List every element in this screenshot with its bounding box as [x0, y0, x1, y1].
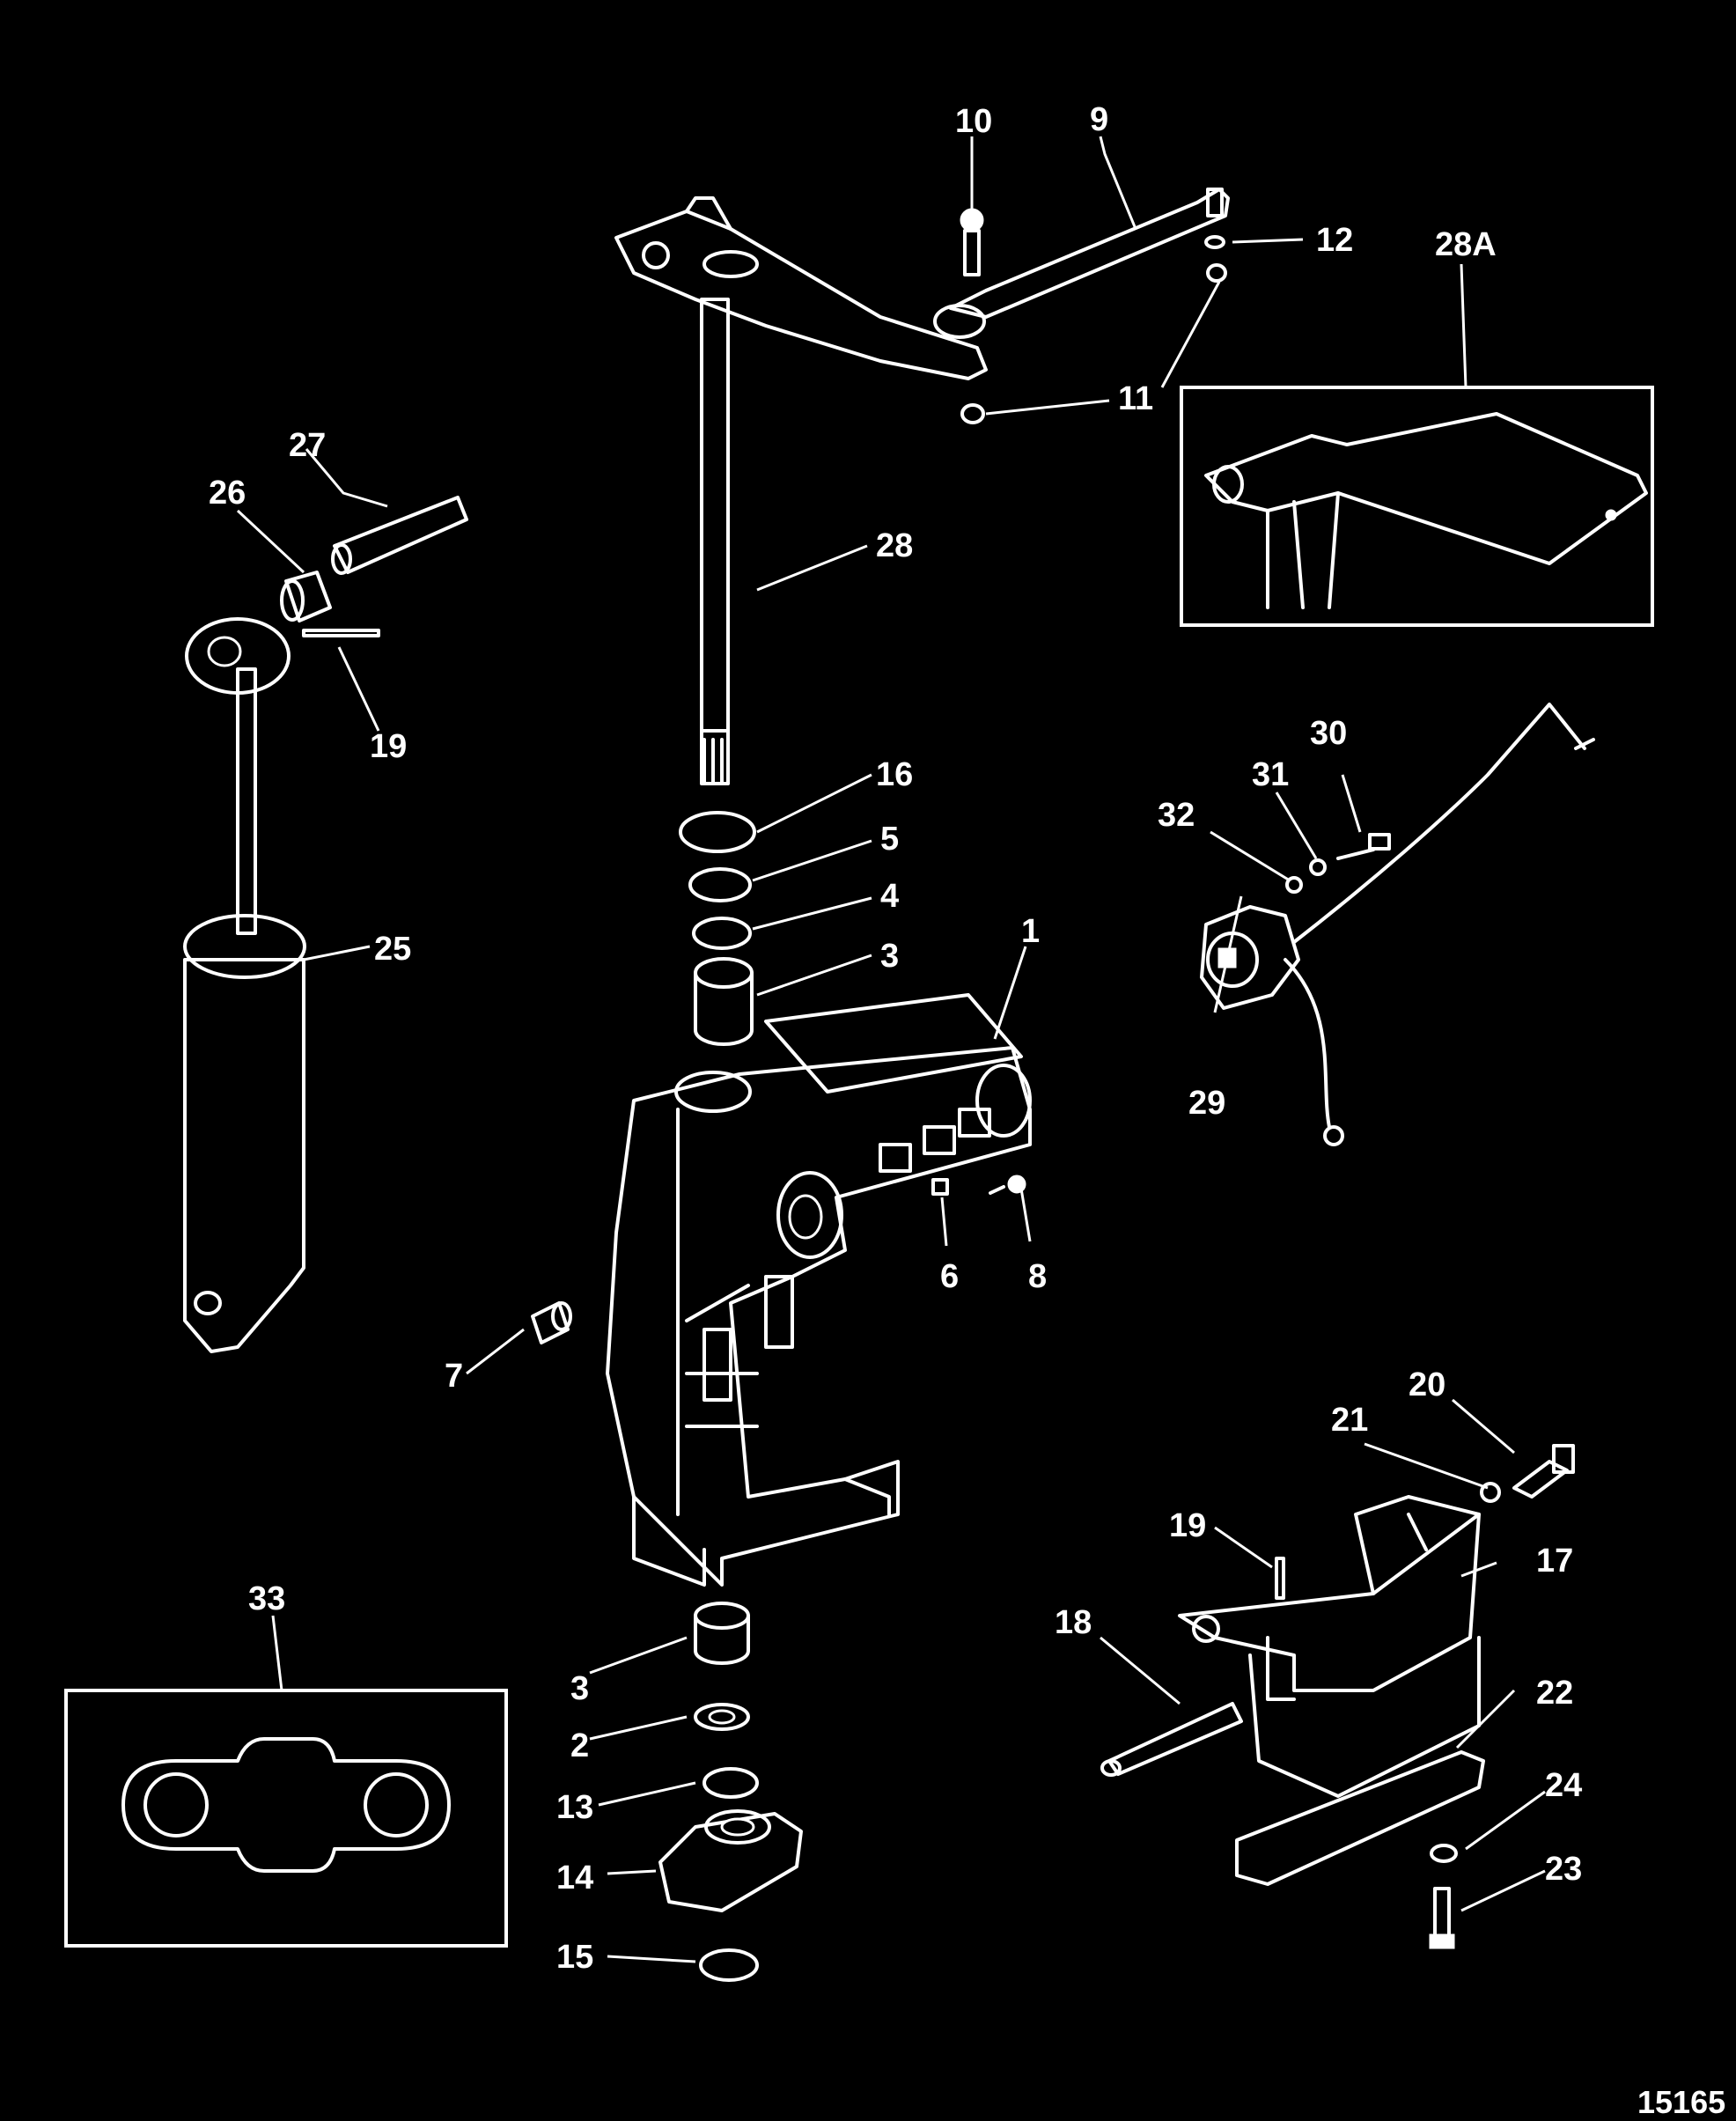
washer-31	[1309, 858, 1327, 876]
pin-19-cylinder	[302, 629, 380, 637]
callout-6: 6	[940, 1258, 959, 1295]
callout-labels: 10 9 12 28A 11 27 26 28 19 16 5 4 3 1 25…	[209, 101, 1582, 1976]
bushing-26	[280, 571, 332, 622]
callout-19-left: 19	[370, 728, 407, 765]
yoke-14	[658, 1809, 803, 1912]
steering-arm-tube	[614, 196, 988, 785]
bushing-3-bottom	[694, 1602, 750, 1665]
callout-19-right: 19	[1169, 1507, 1206, 1544]
callout-9: 9	[1090, 101, 1108, 138]
washer-21	[1480, 1482, 1501, 1503]
callout-25: 25	[374, 931, 411, 968]
figure-number: 15165	[1637, 2084, 1725, 2120]
trim-sender	[1200, 703, 1595, 1146]
screw-8	[989, 1175, 1026, 1195]
callout-5: 5	[880, 821, 899, 858]
callout-29: 29	[1188, 1085, 1225, 1122]
bolt-10	[960, 208, 984, 276]
callout-8: 8	[1028, 1258, 1047, 1295]
callout-10: 10	[955, 103, 992, 140]
plate-22	[1235, 1750, 1485, 1886]
callout-32: 32	[1158, 797, 1195, 834]
trim-cylinder	[183, 617, 306, 1353]
callout-18: 18	[1055, 1604, 1092, 1641]
callout-30: 30	[1310, 715, 1347, 752]
callout-7: 7	[445, 1358, 463, 1395]
ring-4	[692, 917, 752, 950]
tilt-lock-bracket	[1178, 1495, 1481, 1798]
bolt-20	[1512, 1444, 1575, 1499]
ring-5	[688, 867, 752, 902]
swivel-bracket	[606, 993, 1032, 1587]
pin-18	[1100, 1702, 1243, 1777]
callout-3-top: 3	[880, 938, 899, 975]
callout-24: 24	[1545, 1767, 1582, 1804]
inset-33	[64, 1689, 508, 1948]
callout-14: 14	[556, 1860, 593, 1896]
callout-28a: 28A	[1435, 226, 1497, 263]
washer-12	[1204, 235, 1225, 249]
callout-13: 13	[556, 1789, 593, 1826]
ring-15	[699, 1948, 759, 1982]
screw-30	[1336, 833, 1391, 860]
callout-4: 4	[880, 878, 899, 915]
callout-1: 1	[1021, 913, 1040, 950]
callout-33: 33	[248, 1580, 285, 1617]
callout-26: 26	[209, 475, 246, 512]
callout-20: 20	[1409, 1366, 1445, 1403]
callout-22: 22	[1536, 1675, 1573, 1712]
callout-23: 23	[1545, 1851, 1582, 1888]
callout-28: 28	[876, 527, 913, 564]
ring-13	[702, 1767, 759, 1799]
link-rod	[933, 188, 1230, 339]
bushing-7	[531, 1301, 572, 1344]
callout-11: 11	[1118, 380, 1153, 417]
callout-27: 27	[289, 427, 326, 464]
bearing-2	[694, 1703, 750, 1731]
pin-19-bracket	[1275, 1557, 1285, 1600]
inset-28a	[1180, 386, 1654, 627]
callout-3-bottom: 3	[570, 1670, 589, 1707]
callout-21: 21	[1331, 1402, 1368, 1439]
pin-27	[331, 496, 468, 575]
callout-17: 17	[1536, 1543, 1573, 1580]
callout-15: 15	[556, 1939, 593, 1976]
callout-12: 12	[1316, 222, 1353, 259]
bushing-3-top	[694, 957, 754, 1046]
nut-11-top	[1206, 263, 1227, 283]
nut-11-bottom	[960, 403, 985, 424]
bolt-23	[1429, 1887, 1455, 1949]
callout-31: 31	[1252, 756, 1289, 793]
washer-24	[1430, 1844, 1458, 1863]
leader-lines	[236, 136, 1546, 1963]
nut-6	[931, 1178, 949, 1196]
seal-16	[679, 811, 756, 853]
callout-2: 2	[570, 1727, 589, 1764]
callout-16: 16	[876, 756, 913, 793]
washer-32	[1285, 876, 1303, 894]
